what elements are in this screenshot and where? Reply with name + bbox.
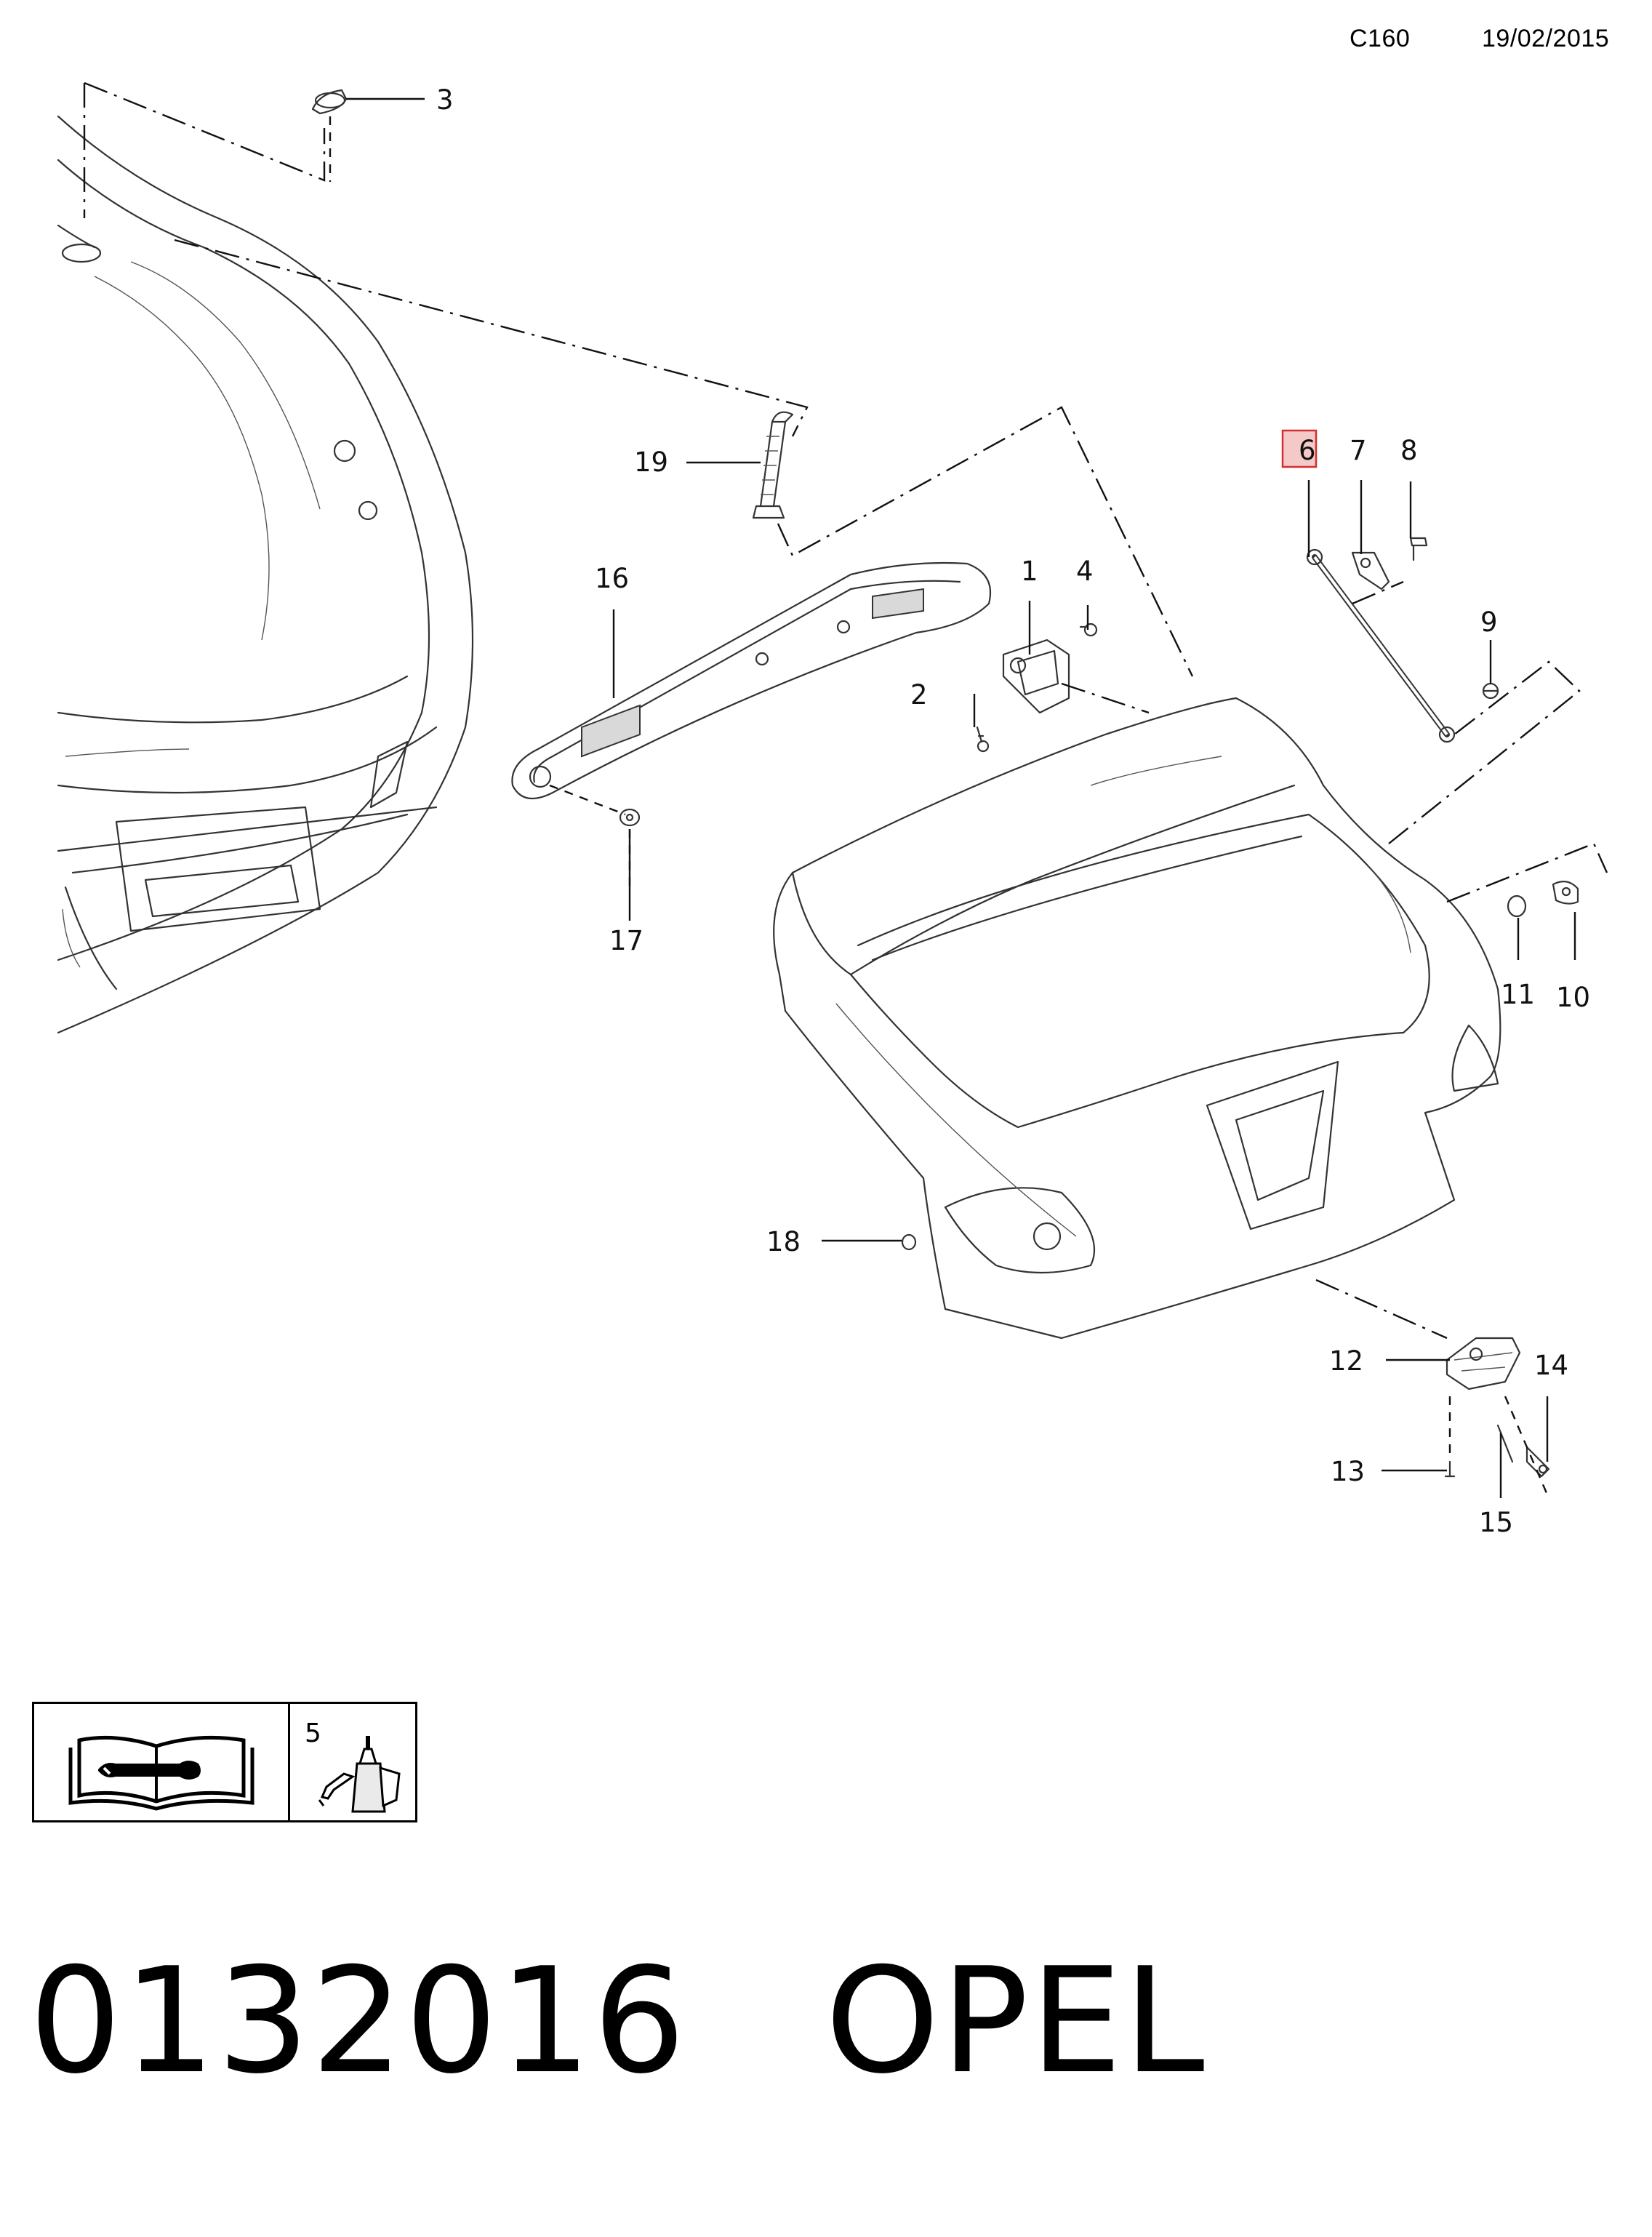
- legend-adhesive-cell: 5: [290, 1704, 415, 1820]
- cap-3-shape: [311, 89, 348, 115]
- bumper-11-shape: [1507, 895, 1527, 918]
- catalog-number: 0132016: [29, 1937, 687, 2106]
- callout-19[interactable]: 19: [634, 447, 668, 478]
- callout-6[interactable]: 6: [1299, 435, 1316, 466]
- tailgate-panel: [773, 697, 1501, 1340]
- diagram-date: 19/02/2015: [1482, 25, 1610, 52]
- callout-7[interactable]: 7: [1350, 435, 1367, 466]
- callout-17[interactable]: 17: [609, 925, 643, 956]
- screw-13-shape: [1444, 1460, 1456, 1478]
- legend-item-number: 5: [305, 1718, 321, 1748]
- bolt-4-shape: [1079, 623, 1098, 637]
- legend-manual-cell: [34, 1704, 290, 1820]
- callout-13[interactable]: 13: [1331, 1456, 1365, 1487]
- bolt-2-shape: [976, 726, 990, 753]
- hinge-reinforcement-strip: [511, 561, 992, 800]
- assembly-lines: [83, 81, 1608, 1499]
- callout-3[interactable]: 3: [436, 84, 454, 116]
- diagram-code: C160: [1350, 25, 1411, 52]
- bracket-7-shape: [1351, 551, 1390, 591]
- clip-9-shape: [1482, 682, 1499, 700]
- callout-15[interactable]: 15: [1479, 1507, 1513, 1538]
- callout-12[interactable]: 12: [1329, 1345, 1363, 1377]
- service-manual-icon: [68, 1735, 254, 1811]
- brand-name: OPEL: [825, 1937, 1206, 2106]
- callout-14[interactable]: 14: [1534, 1350, 1568, 1381]
- callout-10[interactable]: 10: [1556, 982, 1590, 1013]
- hinge-1-shape: [1002, 639, 1070, 714]
- callout-labels: 3 19 16 1 4 2 17 6 7 8 9 11 10 18 12 14 …: [436, 84, 1590, 1538]
- bolt-19-shape: [752, 411, 794, 519]
- leader-lines: [346, 97, 1576, 1498]
- legend-box: 5: [32, 1702, 417, 1822]
- nut-17-shape: [619, 808, 641, 827]
- lock-12-shape: [1446, 1337, 1521, 1390]
- vehicle-rear-body: [57, 115, 474, 1034]
- callout-11[interactable]: 11: [1501, 979, 1535, 1010]
- clip-18-shape: [901, 1233, 917, 1251]
- callout-2[interactable]: 2: [910, 679, 928, 711]
- callout-1[interactable]: 1: [1021, 556, 1038, 587]
- callout-16[interactable]: 16: [595, 563, 629, 594]
- cable-14-15-shape: [1496, 1424, 1550, 1478]
- callout-18[interactable]: 18: [766, 1226, 801, 1257]
- adhesive-bottle-icon: [318, 1736, 401, 1813]
- callout-9[interactable]: 9: [1480, 607, 1498, 638]
- clip-10-shape: [1552, 881, 1579, 905]
- callout-8[interactable]: 8: [1400, 435, 1418, 466]
- bolt-8-shape: [1409, 537, 1428, 561]
- callout-6-highlight: [1281, 429, 1318, 468]
- gas-strut-6-shape: [1306, 548, 1456, 743]
- callout-4[interactable]: 4: [1076, 556, 1094, 587]
